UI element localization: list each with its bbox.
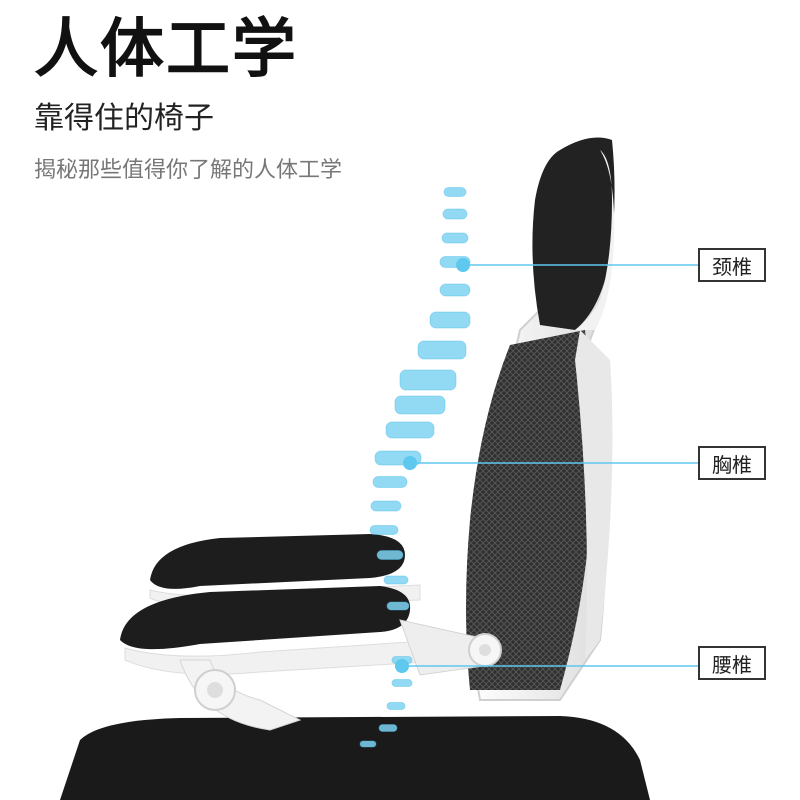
callout-label-thoracic: 胸椎 (698, 446, 766, 480)
seat-cushion (60, 716, 650, 800)
vertebra (359, 740, 377, 748)
vertebra (442, 208, 468, 220)
vertebra (372, 476, 408, 488)
page-subtitle: 靠得住的椅子 (34, 101, 214, 136)
vertebra (394, 395, 446, 415)
callout-label-lumbar: 腰椎 (698, 646, 766, 680)
vertebra (439, 283, 471, 297)
vertebra (383, 575, 409, 585)
headrest (532, 137, 615, 330)
vertebra (370, 500, 402, 512)
vertebra (429, 311, 471, 329)
callout-label-cervical: 颈椎 (698, 248, 766, 282)
vertebra (443, 187, 467, 197)
callout-dot (395, 659, 409, 673)
vertebra (386, 702, 406, 710)
callout-dot (456, 258, 470, 272)
armrest-pad-upper (150, 534, 405, 589)
callout-lines (395, 258, 698, 673)
callout-dot (403, 456, 417, 470)
page-title: 人体工学 (34, 13, 298, 87)
vertebra (391, 679, 413, 687)
vertebra (417, 340, 467, 360)
vertebra (385, 421, 435, 439)
vertebra (376, 550, 404, 560)
mesh-back (466, 330, 592, 690)
spine-illustration (359, 187, 471, 748)
vertebra (369, 525, 399, 535)
vertebra (399, 369, 457, 391)
vertebra (441, 232, 469, 244)
page-tagline: 揭秘那些值得你了解的人体工学 (34, 158, 343, 183)
vertebra (378, 724, 398, 732)
vertebra (386, 601, 410, 611)
armrest-pad-lower (120, 586, 411, 650)
